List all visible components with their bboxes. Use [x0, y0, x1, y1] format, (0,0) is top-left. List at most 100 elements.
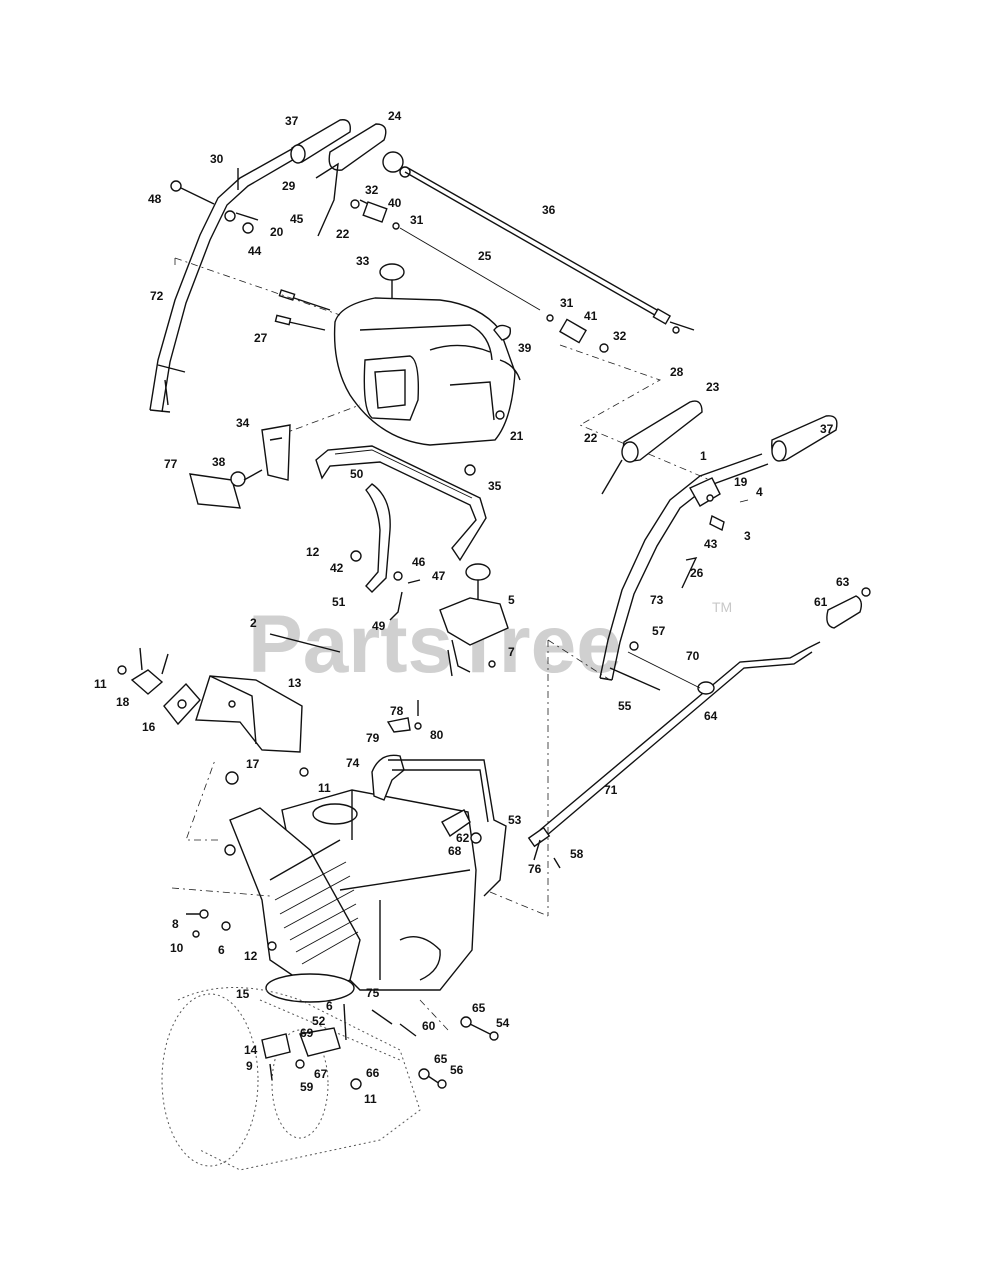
part-label: 21 — [510, 429, 524, 443]
part-label: 10 — [170, 941, 184, 955]
part-label: 53 — [508, 813, 522, 827]
cable-36 — [382, 151, 695, 331]
part-label: 78 — [390, 704, 404, 718]
part-label: 56 — [450, 1063, 464, 1077]
ref-line — [559, 344, 711, 481]
part-label: 38 — [212, 455, 226, 469]
part-label: 62 — [456, 831, 470, 845]
part-label: 1 — [700, 449, 707, 463]
chute-deflector-13 — [195, 675, 303, 753]
rod-2 — [269, 633, 341, 653]
ref-line — [547, 639, 611, 681]
hand-grip-right — [771, 415, 838, 462]
clip-79 — [386, 700, 422, 733]
part-label: 39 — [518, 341, 532, 355]
part-label: 42 — [330, 561, 344, 575]
auger-housing — [161, 987, 421, 1171]
part-label: 65 — [472, 1001, 486, 1015]
part-label: 76 — [528, 862, 542, 876]
nut-28 — [672, 326, 680, 334]
part-label: 14 — [244, 1043, 258, 1057]
part-label: 67 — [314, 1067, 328, 1081]
part-label: 31 — [560, 296, 574, 310]
part-label: 16 — [142, 720, 156, 734]
part-label: 26 — [690, 566, 704, 580]
part-label: 23 — [706, 380, 720, 394]
part-label: 43 — [704, 537, 718, 551]
part-label: 79 — [366, 731, 380, 745]
part-label: 6 — [326, 999, 333, 1013]
part-label: 18 — [116, 695, 130, 709]
part-label: 9 — [246, 1059, 253, 1073]
coupler-53 — [527, 826, 561, 869]
washer-17 — [225, 771, 239, 785]
part-label: 27 — [254, 331, 268, 345]
ref-line — [174, 257, 341, 316]
part-label: 3 — [744, 529, 751, 543]
part-label: 2 — [250, 616, 257, 630]
part-label: 22 — [336, 227, 350, 241]
part-label: 24 — [388, 109, 402, 123]
bracket-62 — [441, 809, 482, 844]
bolt-55 — [609, 667, 661, 691]
nut-11 — [299, 767, 309, 777]
part-label: 22 — [584, 431, 598, 445]
part-label: 55 — [618, 699, 632, 713]
part-label: 48 — [148, 192, 162, 206]
part-label: 11 — [364, 1092, 377, 1106]
nut-10 — [192, 930, 200, 938]
ref-line — [489, 891, 549, 917]
part-label: 15 — [236, 987, 250, 1001]
part-label: 63 — [836, 575, 850, 589]
control-grip-24 — [315, 123, 387, 237]
bracket-39 — [493, 324, 512, 341]
part-label: 32 — [613, 329, 627, 343]
part-labels: 37 24 30 29 48 32 40 45 20 22 31 44 36 3… — [94, 109, 850, 1106]
part-label: 34 — [236, 416, 250, 430]
bracket-52 — [261, 1003, 347, 1081]
part-label: 8 — [172, 917, 179, 931]
part-label: 49 — [372, 619, 386, 633]
part-label: 57 — [652, 624, 666, 638]
ref-line — [419, 999, 449, 1031]
part-label: 74 — [346, 756, 360, 770]
rod-25 — [350, 199, 554, 322]
control-grip-23 — [601, 400, 703, 495]
part-label: 46 — [412, 555, 426, 569]
part-label: 40 — [388, 196, 402, 210]
part-label: 7 — [508, 645, 515, 659]
spring-20 — [224, 210, 259, 234]
watermark-text: PartsTree — [248, 599, 622, 690]
hand-grip-upper — [290, 119, 351, 164]
pivot-bracket-19 — [681, 477, 749, 589]
part-label: 69 — [300, 1026, 314, 1040]
deflector-bracket-18 — [117, 647, 169, 695]
ref-line — [185, 759, 218, 841]
part-label: 28 — [670, 365, 684, 379]
part-label: 30 — [210, 152, 224, 166]
part-label: 17 — [246, 757, 260, 771]
bracket-50 — [315, 445, 487, 562]
part-label: 45 — [290, 212, 304, 226]
part-label: 72 — [150, 289, 164, 303]
part-label: 61 — [814, 595, 828, 609]
pin-60 — [371, 1009, 417, 1037]
part-label: 13 — [288, 676, 302, 690]
ref-line — [279, 404, 361, 436]
part-label: 66 — [366, 1066, 380, 1080]
part-label: 59 — [300, 1080, 314, 1094]
nut-11-lower — [350, 1078, 362, 1090]
part-label: 4 — [756, 485, 763, 499]
part-label: 77 — [164, 457, 178, 471]
part-label: 75 — [366, 986, 380, 1000]
bolt-48 — [170, 180, 215, 205]
knob-33 — [379, 263, 405, 300]
part-label: 50 — [350, 467, 364, 481]
part-label: 12 — [306, 545, 320, 559]
part-label: 35 — [488, 479, 502, 493]
bolt-8 — [186, 909, 209, 919]
dash-panel-21 — [333, 297, 521, 446]
shift-lever-51 — [350, 483, 421, 621]
part-label: 37 — [820, 422, 834, 436]
part-label: 20 — [270, 225, 284, 239]
